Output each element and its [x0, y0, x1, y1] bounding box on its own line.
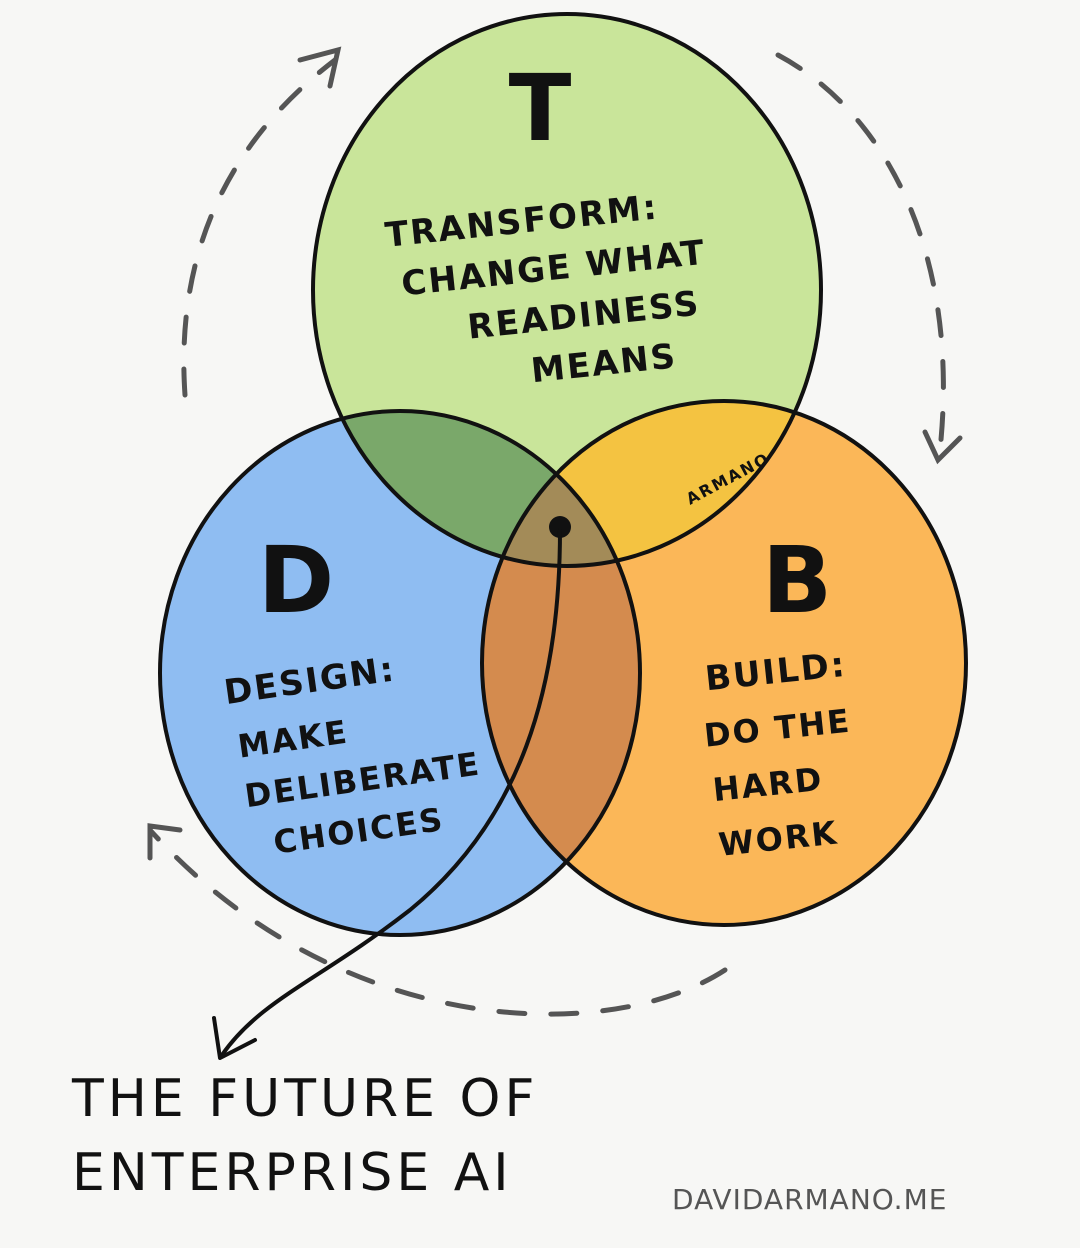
center-dot: [549, 516, 571, 538]
caption-line-2: ENTERPRISE AI: [72, 1143, 513, 1203]
letter-d: D: [258, 527, 334, 634]
letter-b: B: [762, 527, 832, 634]
circle-outlines: [158, 12, 968, 937]
letter-t: T: [509, 55, 572, 162]
pointer-arrow: [220, 528, 562, 1057]
pointer-arrowhead: [212, 1016, 257, 1060]
caption: THE FUTURE OF ENTERPRISE AI: [72, 1062, 538, 1210]
cycle-arrows: [147, 46, 963, 1017]
cycle-arrow-bottom: [147, 827, 728, 1017]
cycle-arrow-right: [775, 52, 946, 453]
caption-line-1: THE FUTURE OF: [72, 1069, 539, 1129]
footer-signature: DAVIDARMANO.ME: [672, 1183, 948, 1216]
cycle-arrow-left: [181, 57, 338, 398]
